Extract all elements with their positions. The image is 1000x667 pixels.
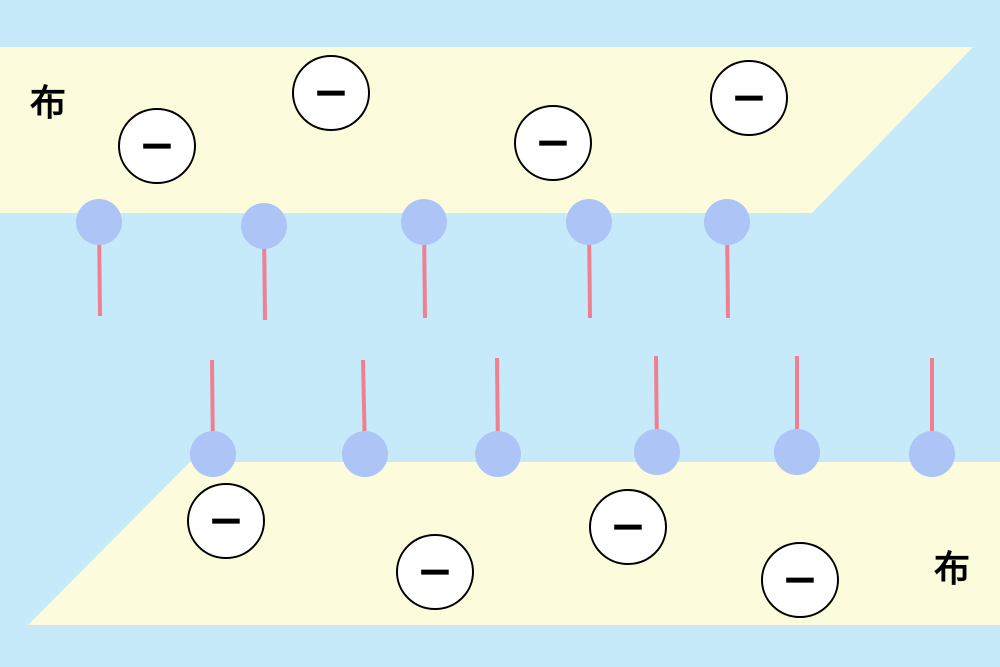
hydrophilic-head	[241, 203, 287, 249]
charge-circle	[589, 489, 667, 565]
hydrophilic-head	[475, 431, 521, 477]
top-surfactant	[401, 199, 447, 319]
bottom-surfactant	[190, 359, 236, 477]
charge-circle	[396, 534, 474, 610]
bottom-surfactant	[342, 359, 388, 477]
bottom-cloth-label: 布	[934, 549, 971, 590]
minus-sign: −	[208, 495, 245, 546]
minus-sign: −	[139, 120, 176, 171]
bottom-cloth-charges: − − − −	[187, 483, 839, 618]
negative-charge: −	[589, 489, 667, 565]
bottom-surfactant-layer	[190, 355, 955, 477]
charge-circle	[118, 108, 196, 184]
hydrophilic-head	[774, 429, 820, 475]
hydrophilic-head	[342, 431, 388, 477]
top-surfactant-layer	[76, 199, 750, 321]
bottom-surfactant	[909, 358, 955, 477]
top-cloth-label: 布	[30, 83, 67, 124]
minus-sign: −	[610, 501, 647, 552]
negative-charge: −	[710, 60, 788, 136]
hydrophilic-head	[634, 429, 680, 475]
top-surfactant	[76, 199, 122, 317]
top-surfactant	[704, 199, 750, 319]
top-cloth-charges: − − − −	[118, 55, 788, 184]
hydrophilic-head	[909, 431, 955, 477]
negative-charge: −	[514, 105, 592, 181]
bottom-surfactant	[475, 357, 521, 477]
minus-sign: −	[313, 67, 350, 118]
bottom-surfactant	[774, 356, 820, 475]
negative-charge: −	[187, 483, 265, 559]
bottom-surfactant	[634, 355, 680, 475]
charge-circle	[514, 105, 592, 181]
charge-circle	[292, 55, 370, 131]
minus-sign: −	[535, 117, 572, 168]
minus-sign: −	[731, 72, 768, 123]
top-surfactant	[566, 199, 612, 319]
negative-charge: −	[761, 542, 839, 618]
hydrophilic-head	[190, 431, 236, 477]
minus-sign: −	[417, 546, 454, 597]
charge-circle	[710, 60, 788, 136]
hydrophilic-head	[566, 199, 612, 245]
hydrophilic-head	[76, 199, 122, 245]
charge-circle	[761, 542, 839, 618]
hydrophilic-head	[704, 199, 750, 245]
bottom-cloth	[28, 462, 1000, 625]
negative-charge: −	[396, 534, 474, 610]
negative-charge: −	[292, 55, 370, 131]
charge-circle	[187, 483, 265, 559]
negative-charge: −	[118, 108, 196, 184]
hydrophilic-head	[401, 199, 447, 245]
minus-sign: −	[782, 554, 819, 605]
top-surfactant	[241, 203, 287, 321]
